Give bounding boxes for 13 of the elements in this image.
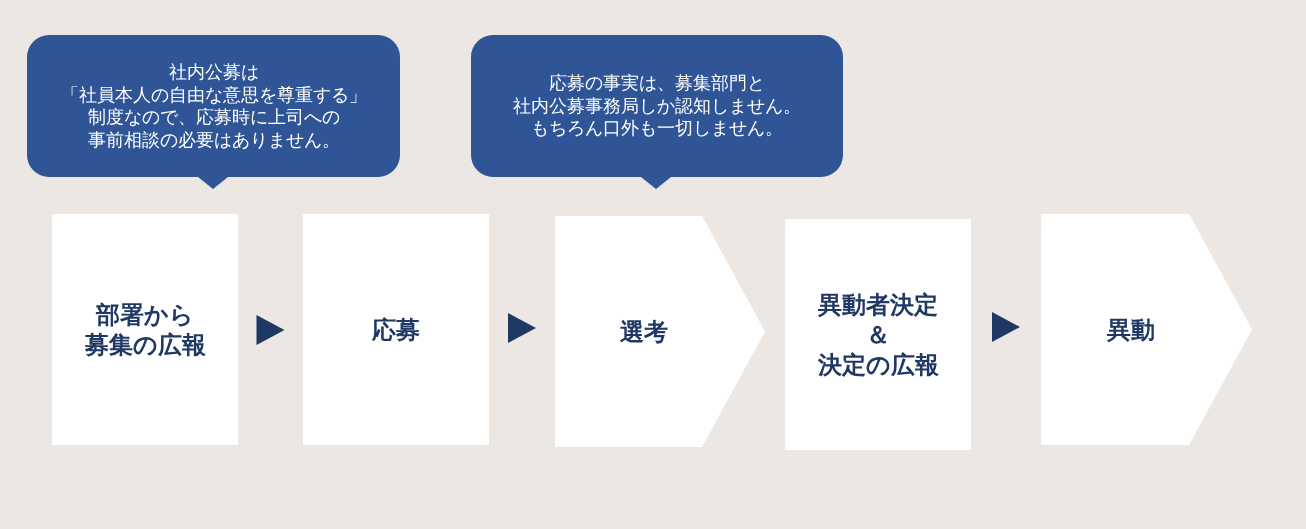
arrow [256,315,285,345]
step-box [785,219,971,450]
step-label: 選考 [620,316,669,347]
step-label: 応募 [372,314,420,345]
arrow [992,312,1020,342]
arrow [508,313,536,343]
step-label: 異動者決定＆決定の広報 [817,289,939,380]
step-box [52,214,238,445]
callout-text: 社内公募は「社員本人の自由な意思を尊重する」制度なので、応募時に上司への事前相談の必要はありません。 [60,61,367,151]
step-box [303,214,489,445]
step-label: 異動 [1106,314,1155,345]
step-label: 部署から募集の広報 [84,299,206,360]
callout-text: 応募の事実は、募集部門と社内公募事務局しか認知しません。もちろん口外も一切しません。 [513,72,801,140]
